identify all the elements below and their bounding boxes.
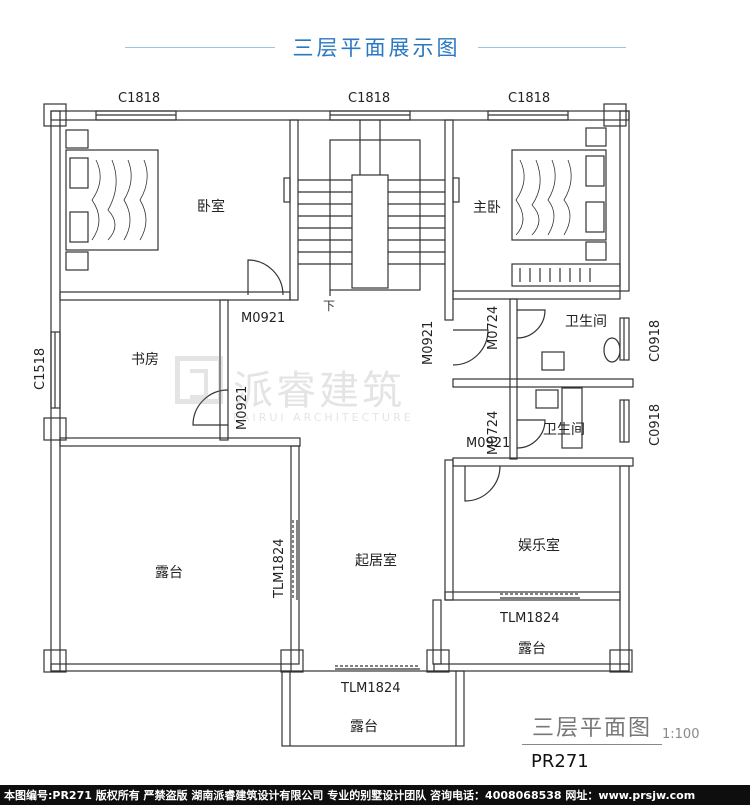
room-label-terrace-bottom: 露台 xyxy=(350,719,378,735)
window-code-top-mid: C1818 xyxy=(348,91,391,106)
window-code-top-left: C1818 xyxy=(118,91,161,106)
sliding-door-code-left: TLM1824 xyxy=(272,538,287,598)
sliding-doors xyxy=(292,520,580,670)
window-code-left-side: C1518 xyxy=(33,347,48,390)
drawing-title-underline xyxy=(522,744,662,745)
staircase xyxy=(298,120,445,296)
doors xyxy=(192,259,546,502)
room-label-living-room: 起居室 xyxy=(355,553,397,569)
window-code-right-upper: C0918 xyxy=(648,319,663,362)
wall-panels xyxy=(283,177,460,203)
watermark: 派睿建筑 PAIRUI ARCHITECTURE xyxy=(175,356,465,436)
room-label-bedroom: 卧室 xyxy=(197,199,225,215)
bathroom-fixtures xyxy=(535,337,621,449)
drawing-title: 三层平面图 xyxy=(532,716,653,741)
room-label-bathroom-2: 卫生间 xyxy=(543,422,585,438)
room-label-bathroom-1: 卫生间 xyxy=(565,314,607,330)
project-code: PR271 xyxy=(531,751,589,772)
page-title: 三层平面展示图 xyxy=(292,36,461,60)
door-code-bath-1: M0724 xyxy=(486,305,501,350)
door-code-entertainment: M0921 xyxy=(466,436,511,451)
wardrobe xyxy=(511,263,621,287)
watermark-english: PAIRUI ARCHITECTURE xyxy=(233,411,414,424)
copyright-bar: 本图编号:PR271 版权所有 严禁盗版 湖南派睿建筑设计有限公司 专业的别墅设… xyxy=(0,785,750,805)
stair-down-label: 下 xyxy=(323,299,336,313)
bed-right xyxy=(511,127,607,261)
interior-walls xyxy=(59,119,634,665)
header-divider-left xyxy=(125,47,275,48)
watermark-chinese: 派睿建筑 xyxy=(233,368,405,414)
bed-left xyxy=(65,129,159,271)
window-code-right-lower: C0918 xyxy=(648,403,663,446)
header-divider-right xyxy=(478,47,626,48)
drawing-scale: 1:100 xyxy=(662,727,700,742)
header: 三层平面展示图 xyxy=(0,0,750,70)
columns xyxy=(43,103,633,673)
copyright-text: 本图编号:PR271 版权所有 严禁盗版 湖南派睿建筑设计有限公司 专业的别墅设… xyxy=(4,789,696,802)
windows xyxy=(50,110,630,443)
window-code-top-right: C1818 xyxy=(508,91,551,106)
room-label-master-bedroom: 主卧 xyxy=(473,200,501,216)
sliding-door-code-bottom: TLM1824 xyxy=(341,681,401,696)
room-label-terrace-right: 露台 xyxy=(518,641,546,657)
bottom-terrace-outline xyxy=(281,670,465,747)
room-label-study: 书房 xyxy=(131,352,159,368)
room-label-entertainment-room: 娱乐室 xyxy=(518,538,560,554)
watermark-logo-icon xyxy=(175,356,223,404)
sliding-door-code-right: TLM1824 xyxy=(500,611,560,626)
door-code-bedroom: M0921 xyxy=(241,311,286,326)
room-label-terrace-left: 露台 xyxy=(155,565,183,581)
